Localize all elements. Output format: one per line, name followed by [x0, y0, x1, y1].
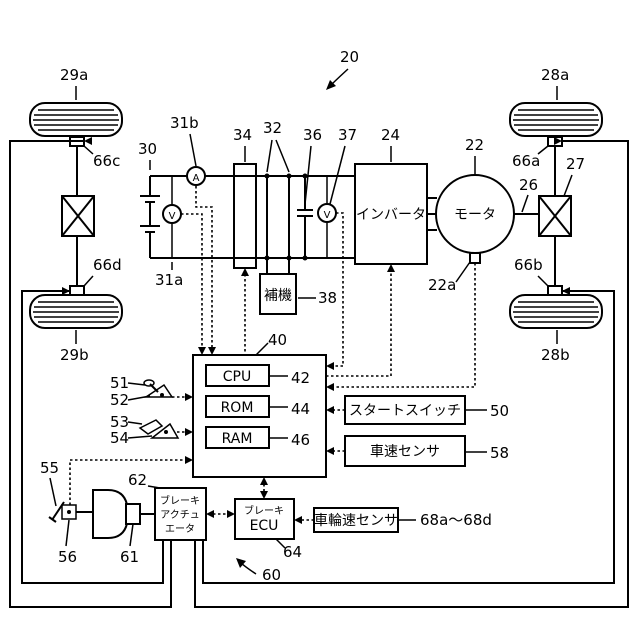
label-voltmeter-batt: 31a — [155, 271, 183, 289]
label-ammeter: 31b — [170, 114, 199, 132]
label-voltmeter-cap: 37 — [338, 126, 357, 144]
label-wheel-rr: 28b — [541, 346, 570, 364]
label-brake-pedal: 55 — [40, 459, 59, 477]
actuator-label-1: ブレーキ — [160, 494, 200, 507]
brake-ecu-label-2: ECU — [250, 518, 279, 534]
label-motor: 22 — [465, 136, 484, 154]
label-brake-system: 60 — [262, 566, 281, 584]
actuator-label-3: エータ — [165, 523, 195, 535]
wheel-29b — [30, 295, 122, 328]
label-power-lines: 32 — [263, 119, 282, 137]
shift-lever-51 — [144, 380, 172, 397]
label-66a: 66a — [512, 152, 540, 170]
label-capacitor: 36 — [303, 126, 322, 144]
master-cylinder-61 — [126, 504, 140, 524]
label-brake-ecu: 64 — [283, 543, 302, 561]
label-cpu: 42 — [291, 369, 310, 387]
voltmeter-37-letter: V — [324, 210, 331, 221]
inverter-label: インバータ — [356, 207, 426, 223]
label-inverter: 24 — [381, 126, 400, 144]
label-wheel-rl: 29b — [60, 346, 89, 364]
label-wheel-sensors: 68a～68d — [420, 511, 492, 529]
label-aux: 38 — [318, 289, 337, 307]
ammeter-31b-letter: A — [193, 173, 200, 184]
vehicle-speed-label: 車速センサ — [370, 443, 440, 460]
label-66c: 66c — [93, 152, 120, 170]
cpu-label: CPU — [223, 369, 251, 385]
label-ecu: 40 — [268, 331, 287, 349]
label-diff: 27 — [566, 155, 585, 173]
ram-label: RAM — [222, 431, 253, 447]
label-battery: 30 — [138, 140, 157, 158]
voltmeter-31a-letter: V — [169, 211, 176, 222]
wheel-speed-label: 車輪速センサ — [314, 512, 398, 529]
label-wheel-fl: 29a — [60, 66, 88, 84]
aux-label: 補機 — [264, 288, 292, 304]
label-shift-sensor: 52 — [110, 391, 129, 409]
label-brake-sensor: 56 — [58, 548, 77, 566]
label-rom: 44 — [291, 400, 310, 418]
label-ram: 46 — [291, 431, 310, 449]
label-shaft: 26 — [519, 176, 538, 194]
label-66b: 66b — [514, 256, 543, 274]
wheel-28b — [510, 295, 602, 328]
brake-ecu-label-1: ブレーキ — [244, 504, 284, 517]
label-speed: 58 — [490, 444, 509, 462]
label-wheel-fr: 28a — [541, 66, 569, 84]
start-switch-label: スタートスイッチ — [349, 403, 461, 419]
actuator-label-2: アクチュ — [160, 509, 200, 521]
label-master-cyl: 61 — [120, 548, 139, 566]
wheel-sensor-66d — [70, 286, 84, 295]
motor-label: モータ — [454, 207, 496, 223]
wheel-28a — [510, 103, 602, 136]
label-accel-sensor: 54 — [110, 429, 129, 447]
rom-label: ROM — [221, 400, 254, 416]
accelerator-pedal-53 — [140, 420, 178, 438]
brake-booster — [93, 490, 128, 538]
label-relay: 34 — [233, 126, 252, 144]
label-motor-sensor: 22a — [428, 276, 456, 294]
label-shift-lever: 51 — [110, 374, 129, 392]
relay-34 — [234, 164, 256, 268]
label-start: 50 — [490, 402, 509, 420]
wheel-sensor-66b — [548, 286, 562, 295]
motor-sensor-22a — [470, 253, 480, 263]
label-actuator: 62 — [128, 471, 147, 489]
label-system: 20 — [340, 48, 359, 66]
wheel-29a — [30, 103, 122, 136]
label-66d: 66d — [93, 256, 122, 274]
